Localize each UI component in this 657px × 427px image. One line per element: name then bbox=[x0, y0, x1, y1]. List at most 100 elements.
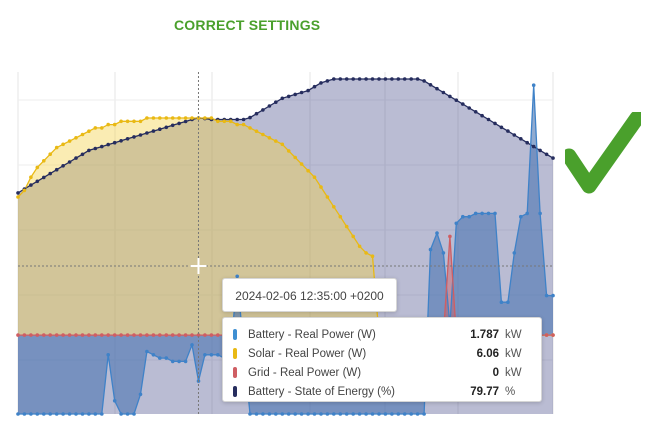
point-battery-power bbox=[209, 353, 214, 357]
point-soe bbox=[48, 171, 52, 176]
point-solar bbox=[280, 142, 285, 147]
point-battery-power bbox=[364, 412, 368, 416]
point-soe bbox=[80, 152, 85, 157]
point-grid-power bbox=[106, 333, 110, 337]
point-solar bbox=[112, 122, 117, 127]
page-title: CORRECT SETTINGS bbox=[174, 17, 321, 33]
point-solar bbox=[306, 168, 310, 173]
point-soe bbox=[16, 191, 20, 195]
tooltip-row-unit: % bbox=[505, 385, 516, 398]
point-soe bbox=[357, 77, 362, 81]
point-grid-power bbox=[164, 333, 169, 337]
point-soe bbox=[254, 111, 259, 116]
point-battery-power bbox=[441, 251, 446, 255]
point-solar bbox=[267, 136, 272, 140]
point-grid-power bbox=[80, 333, 85, 337]
point-soe bbox=[525, 140, 529, 145]
point-solar bbox=[100, 126, 104, 130]
point-soe bbox=[151, 129, 156, 133]
point-battery-power bbox=[145, 349, 149, 354]
point-soe bbox=[473, 110, 478, 114]
point-soe bbox=[274, 100, 278, 104]
point-grid-power bbox=[183, 333, 188, 337]
point-grid-power bbox=[138, 333, 143, 337]
point-solar bbox=[138, 119, 143, 124]
tooltip-row-label: Battery - Real Power (W) bbox=[248, 328, 376, 341]
point-soe bbox=[235, 117, 239, 122]
point-solar bbox=[228, 119, 233, 124]
point-soe bbox=[164, 125, 169, 130]
point-battery-power bbox=[35, 412, 40, 416]
tooltip-row-label: Solar - Real Power (W) bbox=[248, 347, 367, 360]
point-solar bbox=[177, 116, 181, 120]
point-battery-power bbox=[409, 412, 414, 416]
point-solar bbox=[61, 142, 65, 147]
point-battery-power bbox=[473, 211, 478, 216]
point-grid-power bbox=[119, 333, 123, 337]
point-soe bbox=[177, 121, 181, 126]
point-grid-power bbox=[93, 333, 98, 337]
point-battery-power bbox=[119, 412, 123, 416]
point-grid-power bbox=[196, 333, 201, 337]
point-soe bbox=[544, 152, 549, 157]
point-battery-power bbox=[61, 412, 65, 416]
tooltip-row-value: 1.787 bbox=[470, 328, 499, 341]
point-soe bbox=[54, 167, 59, 172]
point-solar bbox=[344, 224, 349, 229]
point-soe bbox=[145, 131, 149, 135]
point-battery-power bbox=[54, 412, 59, 416]
point-soe bbox=[35, 179, 40, 184]
point-battery-power bbox=[74, 412, 78, 416]
point-battery-power bbox=[396, 412, 401, 416]
point-soe bbox=[325, 79, 330, 83]
tooltip-row-grid-power: Grid - Real Power (W) 0 kW bbox=[233, 363, 531, 382]
point-soe bbox=[344, 77, 349, 81]
point-battery-power bbox=[48, 412, 52, 416]
point-battery-power bbox=[370, 412, 375, 416]
point-battery-power bbox=[390, 412, 394, 416]
point-soe bbox=[538, 148, 542, 153]
point-solar bbox=[132, 119, 136, 124]
point-grid-power bbox=[209, 333, 214, 337]
point-soe bbox=[435, 86, 439, 91]
point-soe bbox=[370, 77, 375, 81]
point-soe bbox=[112, 140, 117, 145]
series-swatch bbox=[233, 329, 237, 340]
point-battery-power bbox=[499, 300, 504, 305]
point-soe bbox=[125, 137, 130, 141]
point-solar bbox=[87, 129, 91, 133]
point-solar bbox=[319, 185, 323, 189]
point-soe bbox=[293, 92, 298, 97]
point-solar bbox=[29, 175, 33, 179]
point-soe bbox=[74, 156, 78, 160]
point-battery-power bbox=[306, 412, 310, 416]
point-battery-power bbox=[274, 412, 278, 416]
point-battery-power bbox=[422, 412, 426, 416]
point-soe bbox=[448, 94, 452, 99]
point-soe bbox=[280, 96, 285, 101]
tooltip-legend: Battery - Real Power (W) 1.787 kW Solar … bbox=[222, 317, 542, 402]
point-battery-power bbox=[493, 211, 497, 216]
point-grid-power bbox=[16, 333, 20, 337]
point-battery-power bbox=[190, 343, 194, 347]
point-battery-power bbox=[286, 412, 291, 416]
point-grid-power bbox=[54, 333, 59, 337]
point-solar bbox=[293, 155, 298, 160]
point-soe bbox=[261, 108, 265, 112]
point-soe bbox=[61, 164, 65, 168]
point-grid-power bbox=[35, 333, 40, 337]
point-soe bbox=[551, 156, 555, 160]
point-soe bbox=[531, 144, 536, 149]
tooltip-row-state-of-energy: Battery - State of Energy (%) 79.77 % bbox=[233, 382, 531, 401]
point-solar bbox=[67, 139, 72, 143]
point-solar bbox=[274, 139, 278, 143]
point-solar bbox=[312, 175, 317, 179]
tooltip-row-label: Grid - Real Power (W) bbox=[248, 366, 362, 379]
point-battery-power bbox=[106, 353, 110, 357]
point-soe bbox=[493, 121, 497, 126]
point-solar bbox=[80, 132, 85, 137]
point-solar bbox=[190, 116, 194, 120]
point-battery-power bbox=[319, 412, 323, 416]
tooltip-row-solar-power: Solar - Real Power (W) 6.06 kW bbox=[233, 344, 531, 363]
point-soe bbox=[454, 98, 459, 102]
